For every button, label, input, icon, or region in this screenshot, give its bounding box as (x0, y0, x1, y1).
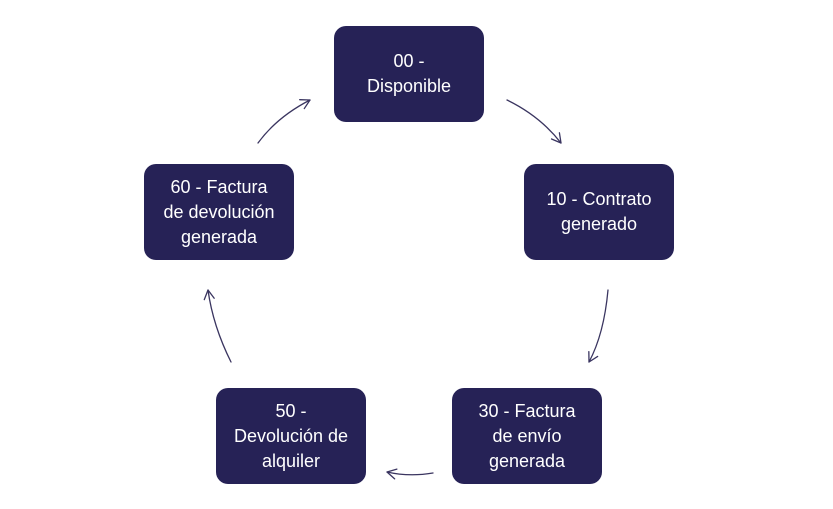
state-node-50: 50 - Devolución de alquiler (216, 388, 366, 484)
arrow-00-to-10 (506, 99, 562, 144)
state-label-60: 60 - Factura de devolución generada (163, 176, 275, 247)
state-node-30: 30 - Factura de envío generada (452, 388, 602, 484)
state-node-00: 00 - Disponible (334, 26, 484, 122)
state-label-10: 10 - Contrato generado (546, 189, 652, 234)
state-node-10: 10 - Contrato generado (524, 164, 674, 260)
state-node-60: 60 - Factura de devolución generada (144, 164, 294, 260)
arrow-60-to-00 (257, 99, 311, 144)
state-label-00: 00 - Disponible (366, 51, 452, 96)
arrow-50-to-60 (203, 289, 232, 363)
state-label-30: 30 - Factura de envío generada (478, 400, 576, 471)
arrow-10-to-30 (588, 289, 609, 363)
state-label-50: 50 - Devolución de alquiler (233, 400, 349, 471)
arrow-30-to-50 (386, 468, 434, 480)
